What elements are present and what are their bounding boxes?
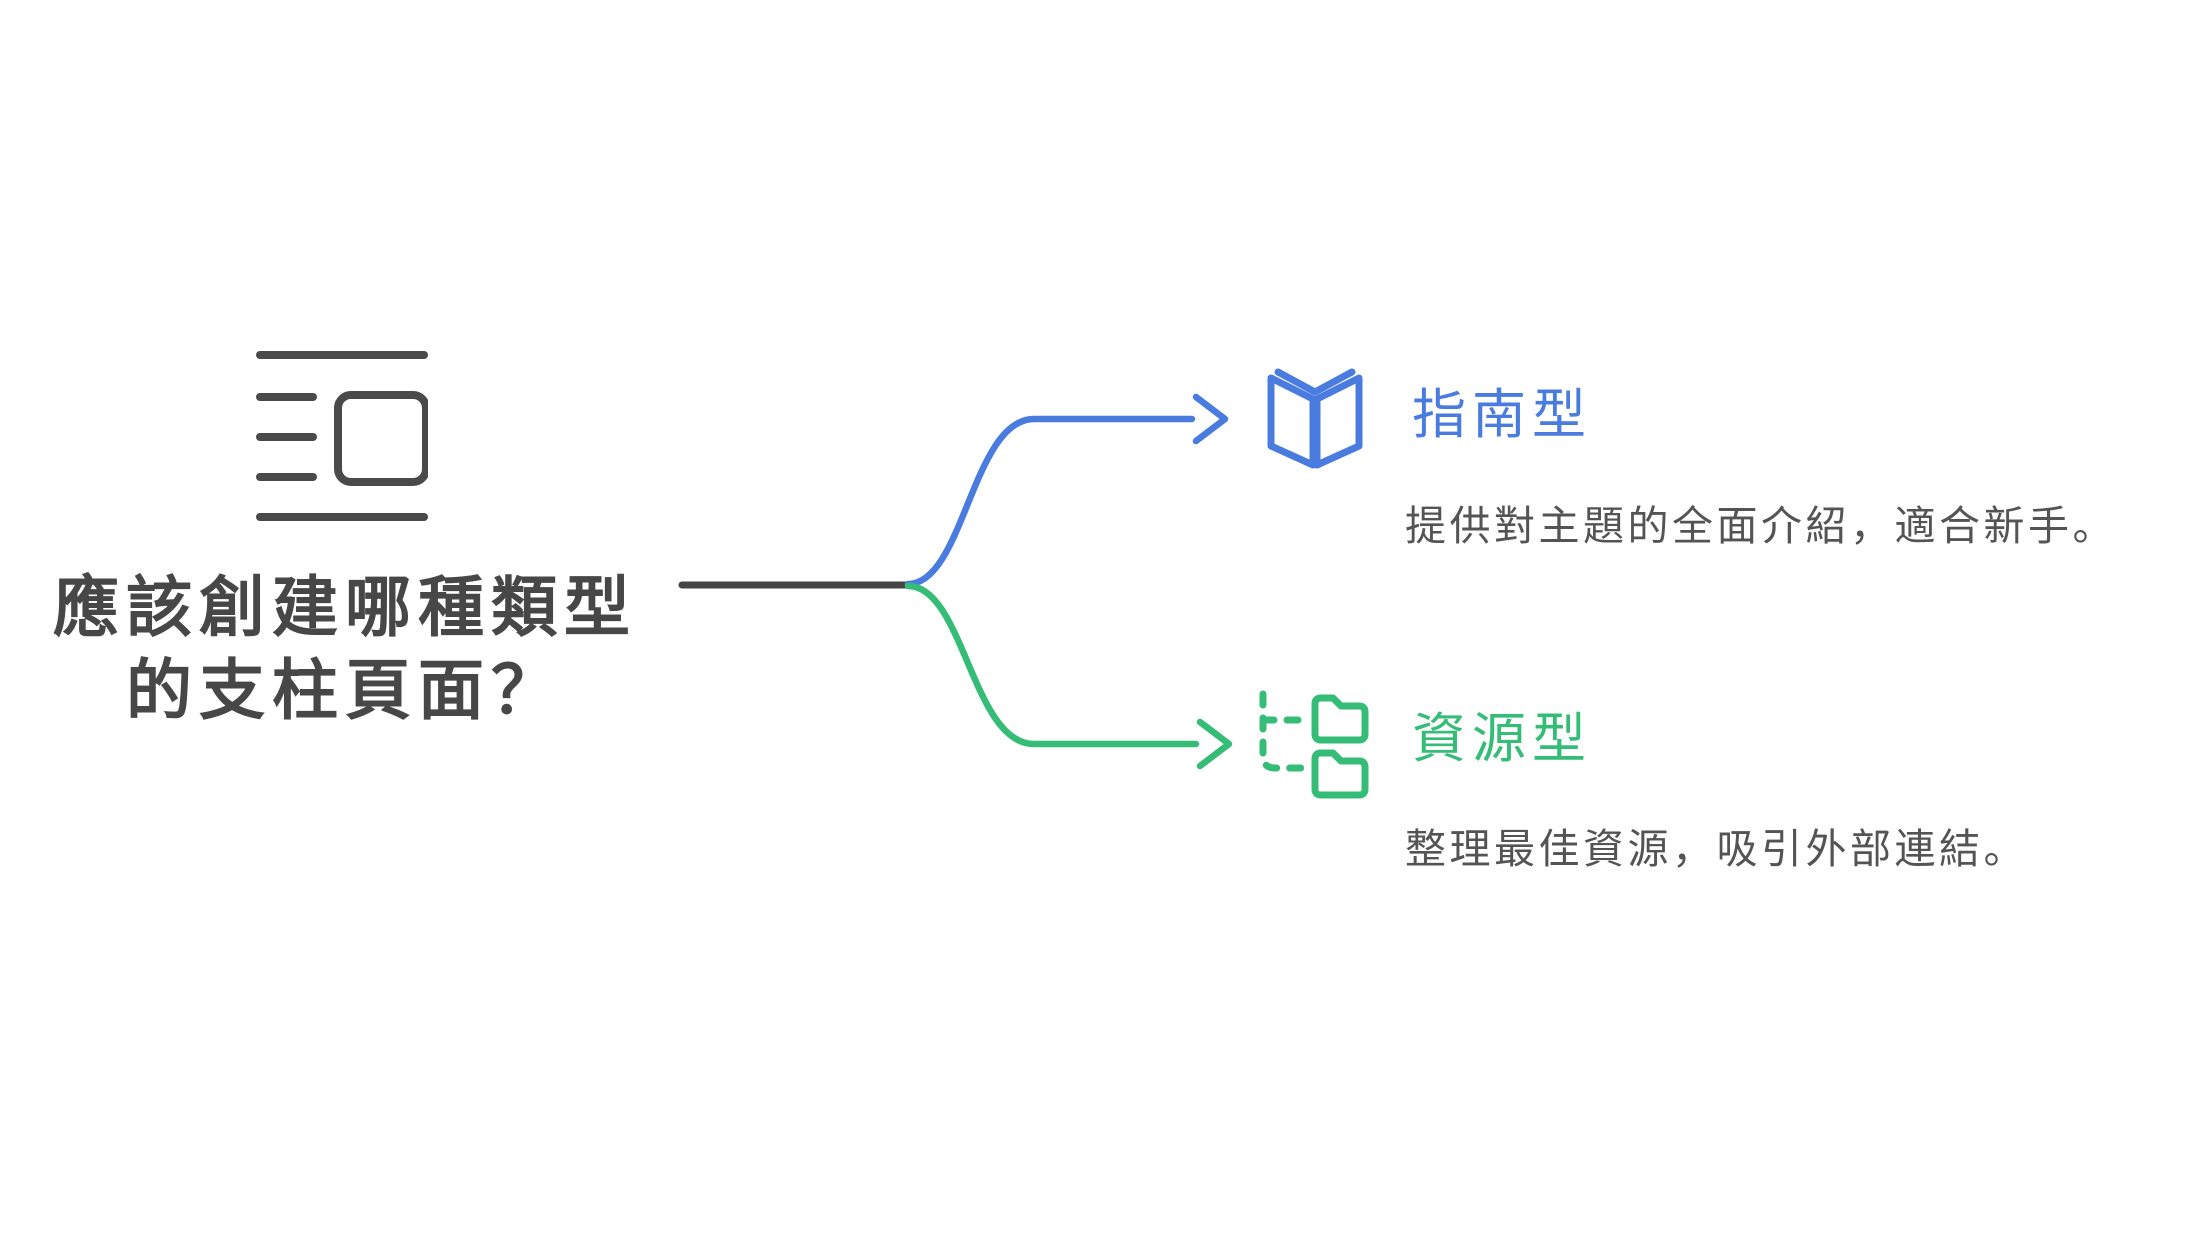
folder-tree-icon	[1259, 690, 1369, 799]
resource-branch-connector	[904, 582, 1233, 770]
arrow-right-icon	[1192, 393, 1229, 445]
guide-branch-connector	[904, 393, 1229, 588]
branch-description-guide: 提供對主題的全面介紹，適合新手。	[1405, 503, 2117, 549]
root-title-line-2: 的支柱頁面？	[126, 653, 564, 727]
layout-text-window-icon	[256, 351, 428, 521]
root-title-line-1: 應該創建哪種類型	[53, 570, 637, 644]
branch-label-guide: 指南型	[1412, 385, 1592, 445]
open-book-icon	[1267, 368, 1363, 469]
arrow-right-icon	[1196, 718, 1233, 770]
root-node-title: 應該創建哪種類型 的支柱頁面？	[23, 566, 667, 732]
branch-label-resource: 資源型	[1412, 709, 1592, 769]
branch-description-resource: 整理最佳資源，吸引外部連結。	[1405, 826, 2028, 872]
